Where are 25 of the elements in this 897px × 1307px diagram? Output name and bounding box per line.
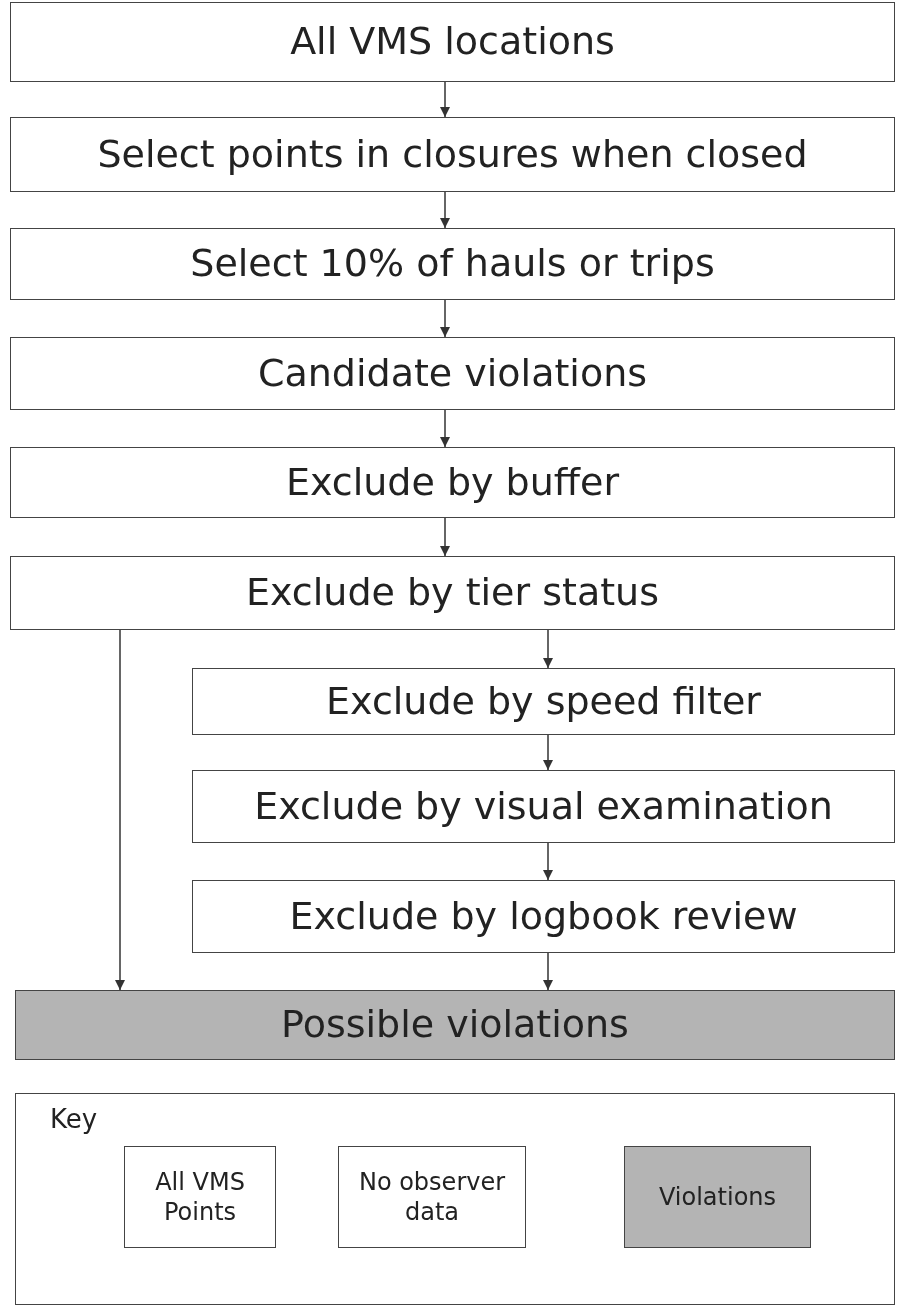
process-box: Select points in closures when closed xyxy=(10,117,895,192)
process-box: Exclude by speed filter xyxy=(192,668,895,735)
process-box: Select 10% of hauls or trips xyxy=(10,228,895,300)
arrow xyxy=(439,299,451,338)
arrow xyxy=(439,191,451,229)
key-sample-box: Violations xyxy=(624,1146,811,1248)
key-heading: Key xyxy=(50,1103,98,1136)
process-box: Exclude by visual examination xyxy=(192,770,895,843)
key-sample-box: No observer data xyxy=(338,1146,526,1248)
arrow xyxy=(542,734,554,771)
arrow xyxy=(542,629,554,669)
arrow xyxy=(114,629,126,991)
key-sample-box: All VMS Points xyxy=(124,1146,276,1248)
arrow xyxy=(542,842,554,881)
process-box: Exclude by buffer xyxy=(10,447,895,518)
arrow xyxy=(439,517,451,557)
process-box: Exclude by logbook review xyxy=(192,880,895,953)
arrow xyxy=(439,81,451,118)
process-box: Possible violations xyxy=(15,990,895,1060)
process-box: All VMS locations xyxy=(10,2,895,82)
key-panel xyxy=(15,1093,895,1305)
arrow xyxy=(439,409,451,448)
arrow xyxy=(542,952,554,991)
process-box: Exclude by tier status xyxy=(10,556,895,630)
process-box: Candidate violations xyxy=(10,337,895,410)
